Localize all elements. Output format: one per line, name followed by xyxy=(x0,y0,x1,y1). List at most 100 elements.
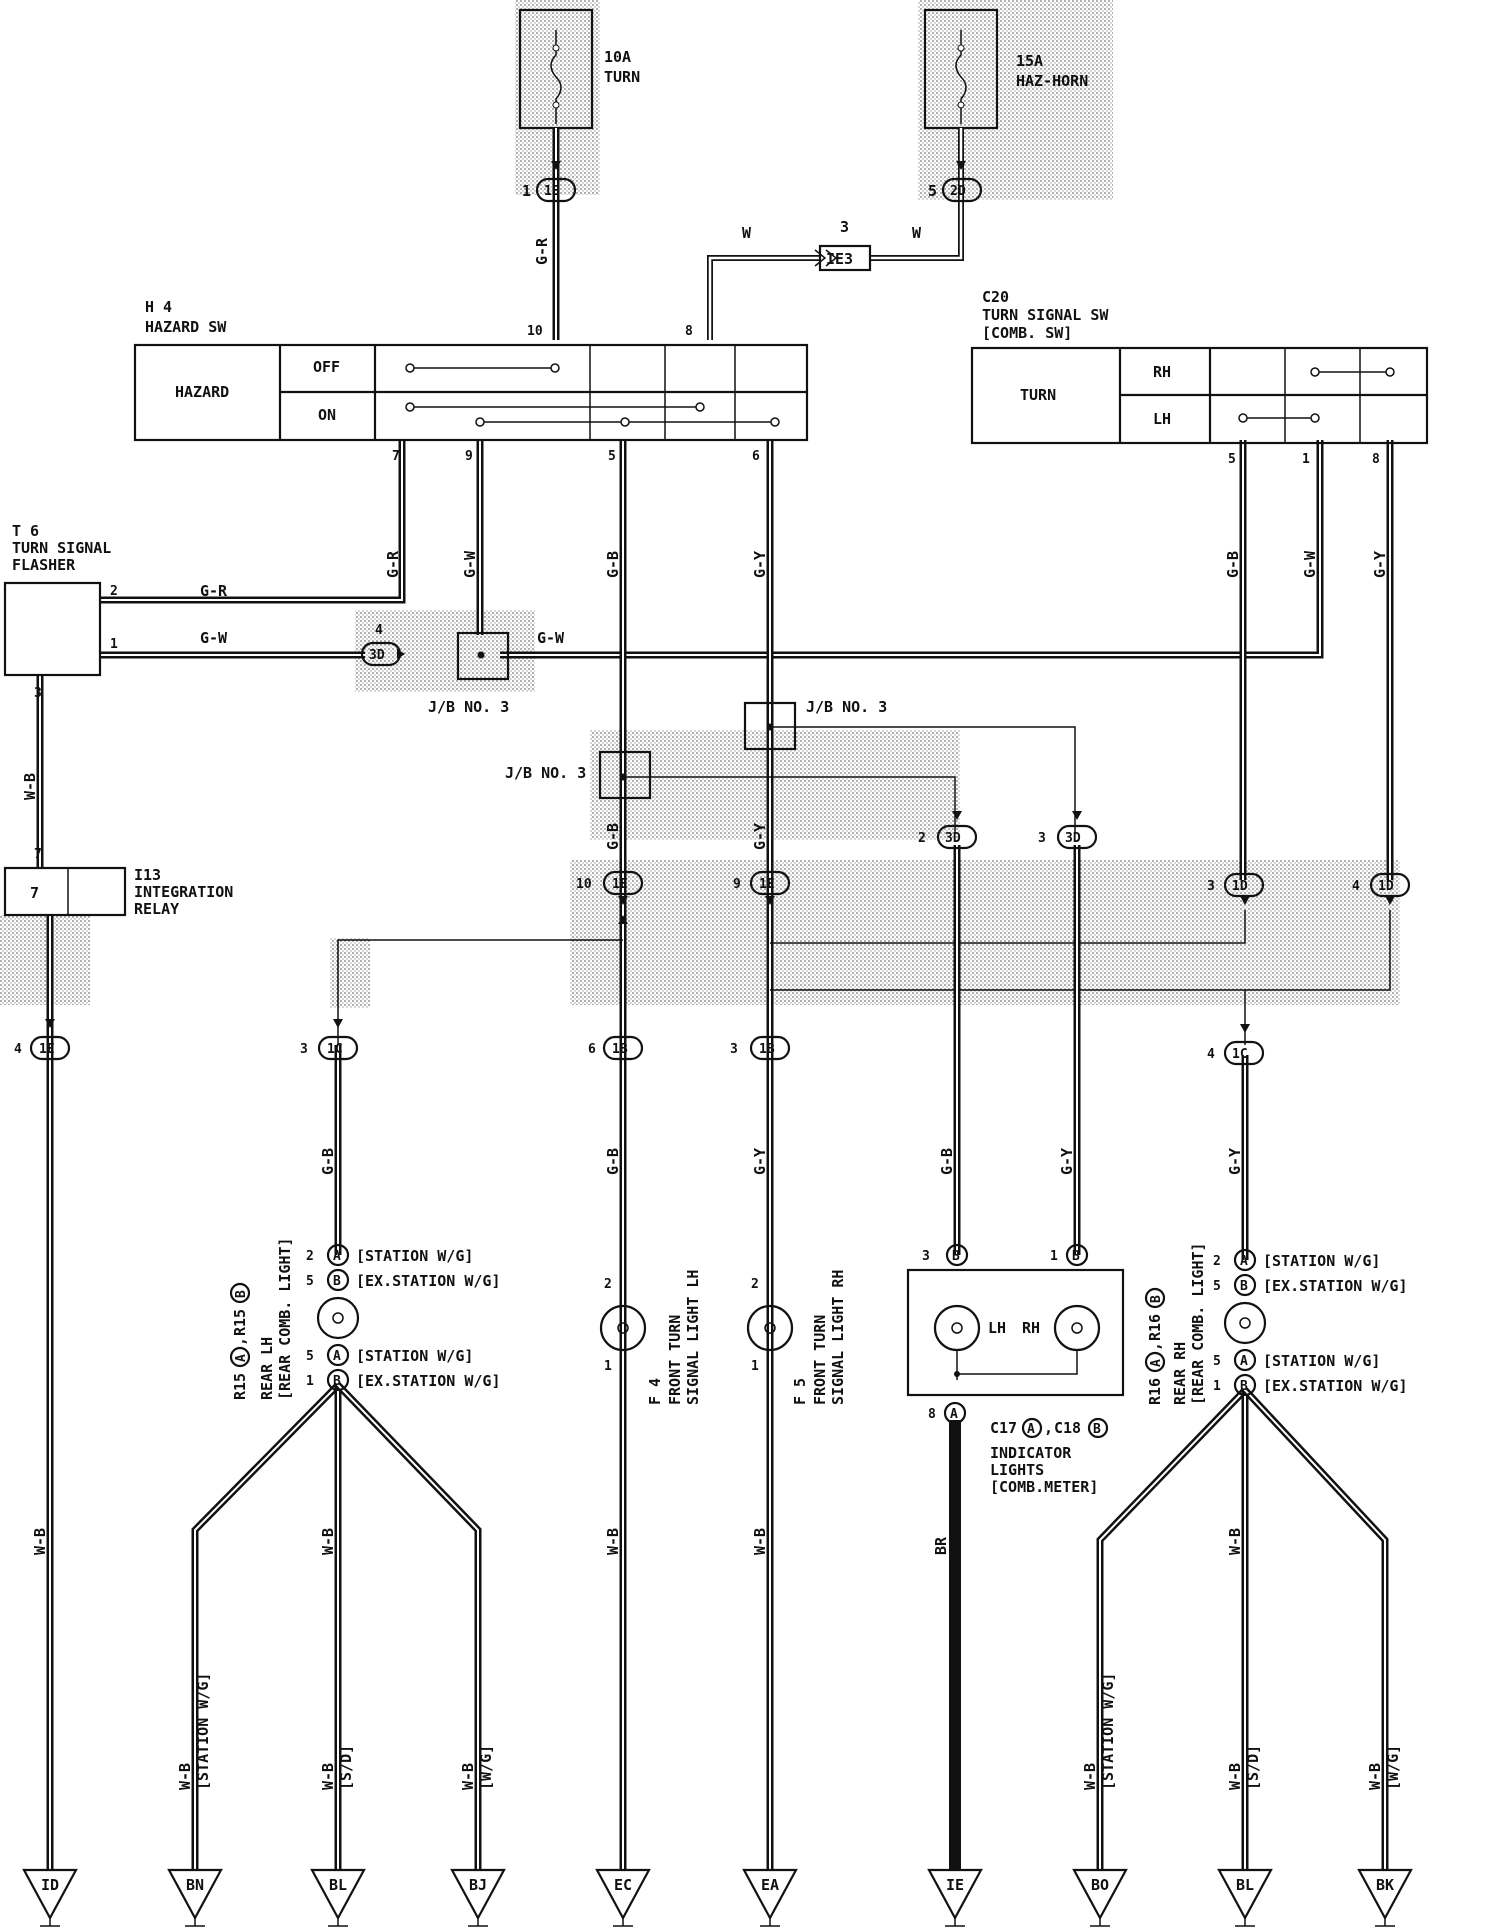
jb-label-1: J/B NO. 3 xyxy=(428,698,509,716)
rear-lh-light: 2 A [STATION W/G] 5 B [EX.STATION W/G] 5… xyxy=(229,1237,501,1400)
ground-bl-2: BL xyxy=(1217,1868,1273,1927)
ind-pin-bot: 8 xyxy=(928,1407,936,1422)
wire-label-gb-3: G-B xyxy=(604,823,622,850)
rear-rh-code-2: R16 xyxy=(1146,1314,1164,1341)
ground-label-6: IE xyxy=(946,1876,964,1894)
rear-lh-pin-1: 2 xyxy=(306,1249,314,1264)
rear-lh-text-4: [EX.STATION W/G] xyxy=(356,1372,501,1390)
front-rh-pin-top: 2 xyxy=(751,1277,759,1292)
fuse-2-pin: 5 xyxy=(928,182,937,200)
wire-label-gy-2: G-Y xyxy=(1371,551,1389,578)
rear-lh-a: A xyxy=(234,1354,249,1362)
c1c-a-label: 1C xyxy=(327,1042,343,1057)
fuse-1-name: TURN xyxy=(604,68,640,86)
rear-lh-pin-3: 5 xyxy=(306,1349,314,1364)
integration-relay: 7 7 I13 INTEGRATION RELAY xyxy=(3,847,233,918)
ind-rh: RH xyxy=(1022,1319,1040,1337)
front-turn-lh: 2 1 F 4 FRONT TURN SIGNAL LIGHT LH xyxy=(599,1270,702,1405)
rear-rh-text-1: [STATION W/G] xyxy=(1263,1252,1380,1270)
rear-rh-a: A xyxy=(1149,1359,1164,1367)
turn-lh: LH xyxy=(1153,410,1171,428)
connector-1e-b: 9 1E xyxy=(733,870,791,896)
rear-lh-pin-2: 5 xyxy=(306,1274,314,1289)
ground-label-8: BL xyxy=(1236,1876,1254,1894)
hazard-pin-9: 9 xyxy=(465,449,473,464)
rear-lh-pin-4: 1 xyxy=(306,1374,314,1389)
wire-label-wb-6: W-B xyxy=(1226,1528,1244,1555)
gnd-note-station-2: [STATION W/G] xyxy=(1099,1673,1117,1790)
connector-3d-a: 2 3D xyxy=(918,824,978,850)
front-lh-name2: SIGNAL LIGHT LH xyxy=(684,1270,702,1405)
hazard-pin-5: 5 xyxy=(608,449,616,464)
rear-rh-conn-1: A xyxy=(1240,1254,1248,1269)
fuse-1-pin: 1 xyxy=(522,182,531,200)
gnd-note-sd-2: [S/D] xyxy=(1244,1745,1262,1790)
turn-sw-sub: [COMB. SW] xyxy=(982,324,1072,342)
turn-signal-flasher: T 6 TURN SIGNAL FLASHER 2 1 3 xyxy=(3,522,118,701)
relay-name2: RELAY xyxy=(134,900,179,918)
hazard-pin-6: 6 xyxy=(752,449,760,464)
ground-bk: BK xyxy=(1357,1868,1413,1927)
jb-3d-label: 3D xyxy=(369,648,385,663)
wire-label-gb-4: G-B xyxy=(319,1148,337,1175)
rear-rh-conn-3: A xyxy=(1240,1354,1248,1369)
wire-label-gr-top: G-R xyxy=(533,237,551,265)
rear-rh-name1: REAR RH xyxy=(1171,1342,1189,1405)
rear-rh-sep: , xyxy=(1146,1342,1164,1351)
hazard-off: OFF xyxy=(313,358,340,376)
rear-rh-text-3: [STATION W/G] xyxy=(1263,1352,1380,1370)
ind-conn-bot: A xyxy=(950,1407,958,1422)
wires xyxy=(36,128,1394,1870)
ground-id: ID xyxy=(22,1868,78,1927)
rear-rh-name2: [REAR COMB. LIGHT] xyxy=(1189,1242,1207,1405)
front-rh-name1: FRONT TURN xyxy=(811,1315,829,1405)
rear-rh-light: 2 A [STATION W/G] 5 B [EX.STATION W/G] 5… xyxy=(1144,1242,1408,1405)
relay-inner: 7 xyxy=(30,884,39,902)
turn-rh: RH xyxy=(1153,363,1171,381)
c1d-a-pin: 3 xyxy=(1207,879,1215,894)
rear-lh-text-2: [EX.STATION W/G] xyxy=(356,1272,501,1290)
fuse-2-conn: 2D xyxy=(950,184,966,199)
flasher-pin-2: 2 xyxy=(110,584,118,599)
hazard-on: ON xyxy=(318,406,336,424)
ground-label-4: EC xyxy=(614,1876,632,1894)
inline-connectors: 10 1E 9 1E 2 3D 3 3D 3 1D 4 1D xyxy=(14,824,1411,1066)
wire-label-wb-1: W-B xyxy=(21,773,39,800)
jb-block-gb: J/B NO. 3 xyxy=(505,750,652,800)
ind-name3: [COMB.METER] xyxy=(990,1478,1098,1496)
connector-1b-b: 3 1B xyxy=(730,1035,791,1061)
wire-label-gy-4: G-Y xyxy=(751,1148,769,1175)
c1b-b-pin: 3 xyxy=(730,1042,738,1057)
wire-label-gr-h: G-R xyxy=(200,582,228,600)
flasher-name2: FLASHER xyxy=(12,556,76,574)
c1d-a-label: 1D xyxy=(1232,879,1248,894)
front-rh-id: F 5 xyxy=(791,1378,809,1405)
jb-block-gy: J/B NO. 3 xyxy=(743,698,887,751)
wire-label-gw-2: G-W xyxy=(1301,550,1319,578)
ground-label-0: ID xyxy=(41,1876,59,1894)
ind-conn-rh: B xyxy=(1072,1249,1080,1264)
c1e-c-pin: 4 xyxy=(14,1042,22,1057)
jb-label-2: J/B NO. 3 xyxy=(806,698,887,716)
gnd-note-wg-1: [W/G] xyxy=(477,1745,495,1790)
c1b-b-label: 1B xyxy=(759,1042,775,1057)
rear-rh-conn-4: B xyxy=(1240,1379,1248,1394)
relay-id: I13 xyxy=(134,866,161,884)
ground-label-2: BL xyxy=(329,1876,347,1894)
rear-lh-conn-3: A xyxy=(333,1349,341,1364)
connector-1e-c: 4 1E xyxy=(14,1035,71,1061)
jb-3d-pin: 4 xyxy=(375,623,383,638)
c3d-b-pin: 3 xyxy=(1038,831,1046,846)
ind-name2: LIGHTS xyxy=(990,1461,1044,1479)
ind-pin-rh: 1 xyxy=(1050,1249,1058,1264)
connector-1e-a: 10 1E xyxy=(576,870,644,896)
rear-rh-text-2: [EX.STATION W/G] xyxy=(1263,1277,1408,1295)
fuse-2-name: HAZ-HORN xyxy=(1016,72,1088,90)
ground-label-5: EA xyxy=(761,1876,779,1894)
ind-b: B xyxy=(1093,1422,1101,1437)
relay-pin: 7 xyxy=(34,847,42,862)
c1e-a-label: 1E xyxy=(612,877,628,892)
c1e-b-pin: 9 xyxy=(733,877,741,892)
rear-rh-pin-4: 1 xyxy=(1213,1379,1221,1394)
turn-pin-5: 5 xyxy=(1228,452,1236,467)
